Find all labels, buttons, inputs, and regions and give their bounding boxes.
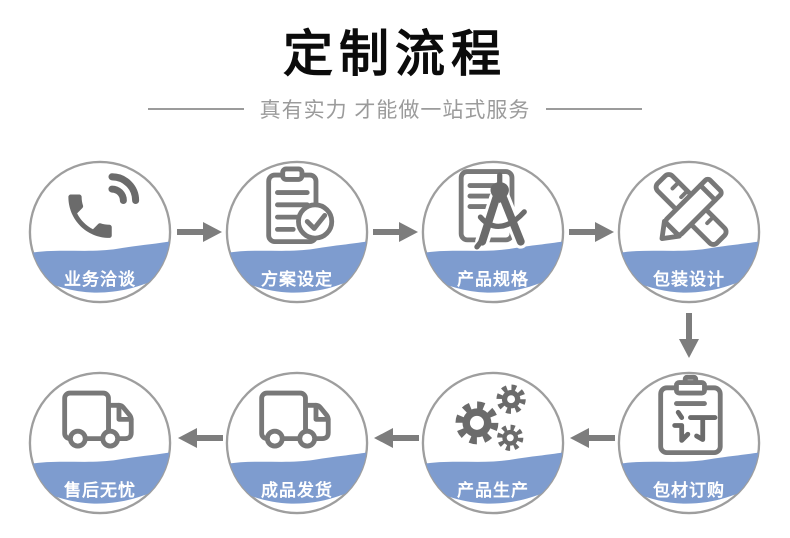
step-label: 产品生产 [457, 481, 529, 500]
arrow-right-icon [177, 220, 223, 249]
subtitle: 真有实力 才能做一站式服务 [0, 94, 790, 124]
arrow-down-icon [677, 313, 701, 364]
subtitle-right-line [546, 108, 643, 110]
step-plan-setting: 方案设定 [224, 159, 370, 305]
step-shipping: 成品发货 [224, 370, 370, 516]
subtitle-text: 真有实力 才能做一站式服务 [259, 99, 531, 122]
step-label: 包装设计 [653, 270, 725, 289]
truck-icon [62, 390, 134, 449]
step-circle [421, 160, 565, 304]
step-circle [225, 371, 369, 515]
step-circle [225, 160, 369, 304]
step-circle [28, 371, 172, 515]
ruler-pencil-icon [653, 172, 729, 247]
step-package-design: 包装设计 [616, 159, 762, 305]
step-label: 业务洽谈 [64, 270, 136, 289]
step-label: 成品发货 [261, 481, 333, 500]
arrow-right-icon [569, 220, 615, 249]
step-circle [28, 160, 172, 304]
arrow-left-icon [373, 426, 419, 455]
step-circle [617, 160, 761, 304]
arrow-left-icon [569, 426, 615, 455]
step-label: 方案设定 [261, 270, 333, 289]
step-label: 产品规格 [457, 270, 529, 289]
step-business-negotiation: 业务洽谈 [27, 159, 173, 305]
order-clipboard-icon [658, 374, 723, 456]
truck-icon [259, 390, 331, 449]
arrow-left-icon [177, 426, 223, 455]
subtitle-left-line [147, 108, 244, 110]
phone-icon [68, 173, 140, 238]
step-production: 产品生产 [420, 370, 566, 516]
step-after-sales: 售后无忧 [27, 370, 173, 516]
step-label: 包材订购 [653, 481, 725, 500]
step-circle [617, 371, 761, 515]
step-material-ordering: 包材订购 [616, 370, 762, 516]
step-product-spec: 产品规格 [420, 159, 566, 305]
page-title: 定制流程 [283, 26, 507, 82]
step-label: 售后无忧 [64, 481, 136, 500]
clipboard-checklist-icon [266, 166, 335, 245]
arrow-right-icon [373, 220, 419, 249]
document-compass-icon [458, 169, 530, 250]
step-circle [421, 371, 565, 515]
